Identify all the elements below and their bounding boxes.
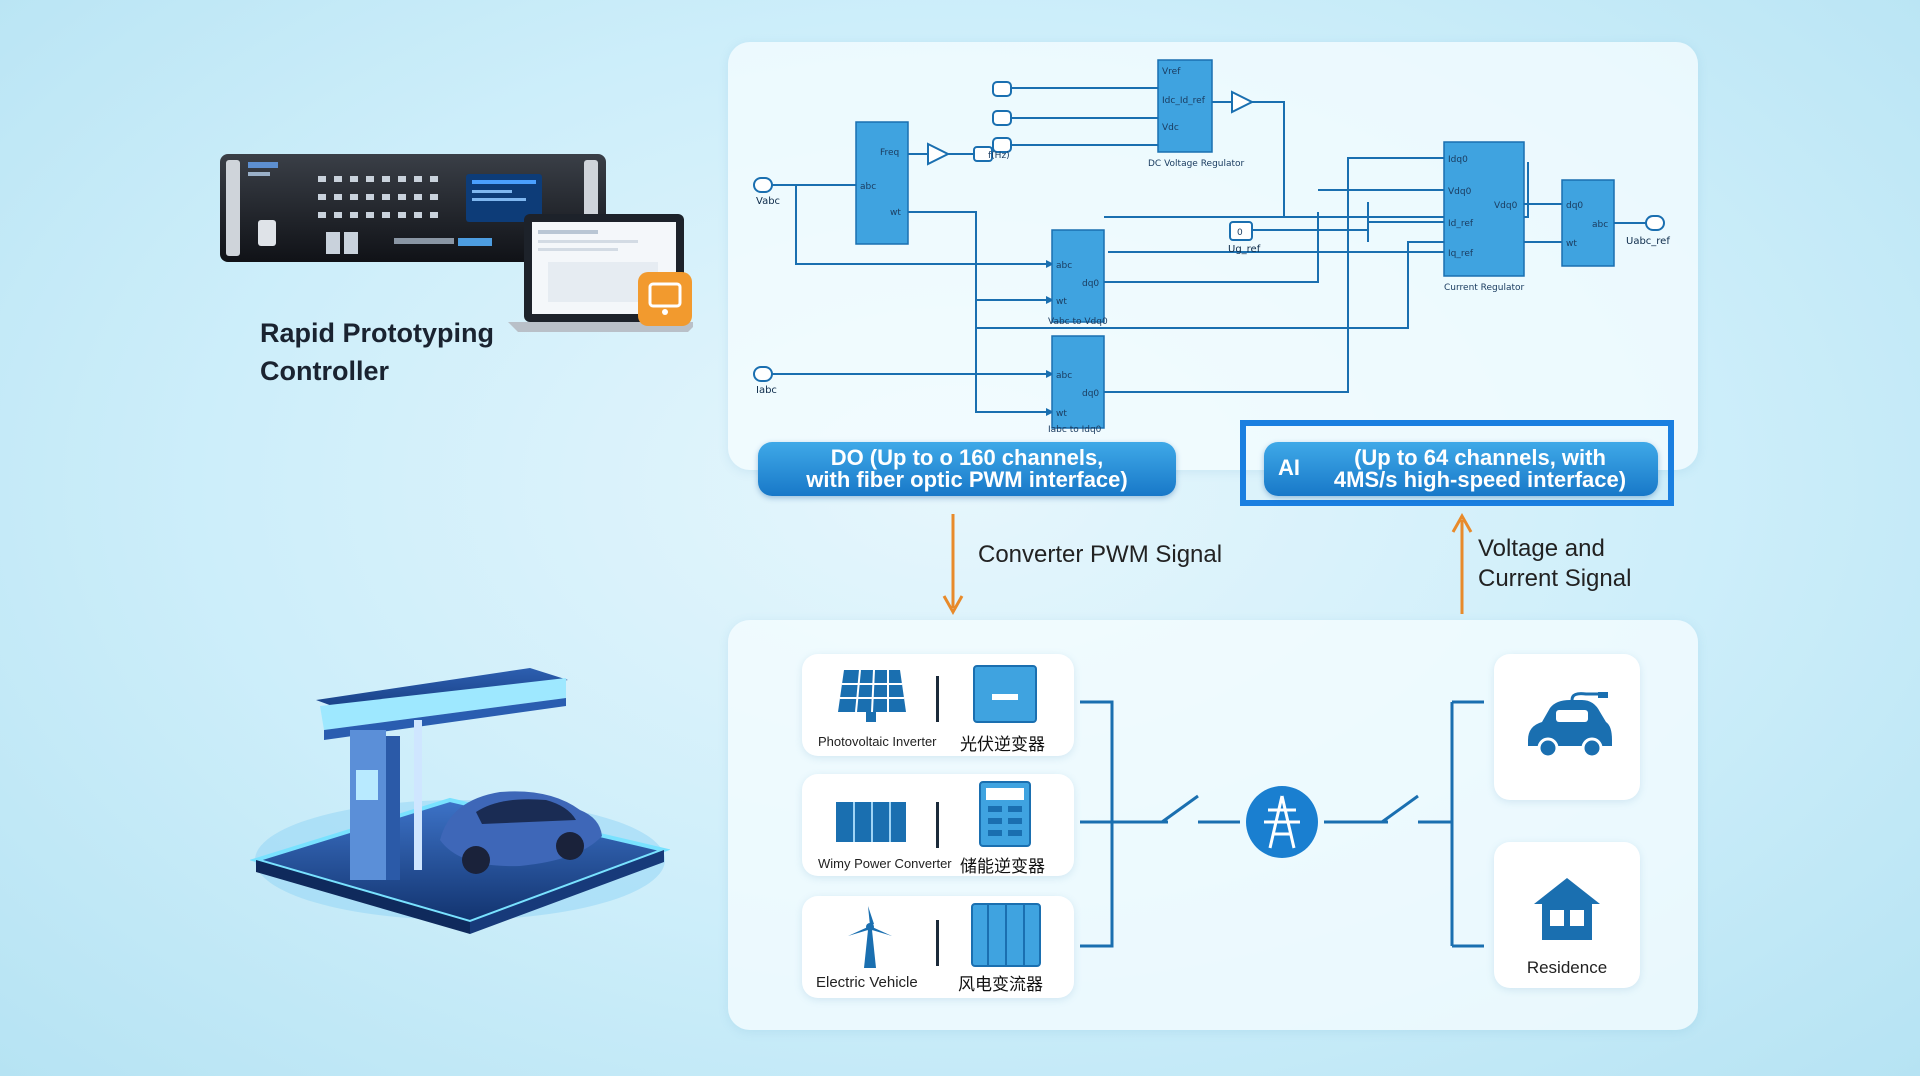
cur-reg-caption: Current Regulator [1444, 283, 1525, 293]
iabc-caption: Iabc to Idq0 [1048, 425, 1102, 435]
dc-reg-port-1: Vref [1162, 67, 1181, 77]
iabc-abc-port: abc [1056, 371, 1072, 381]
dc-reg-port-2: Idc_Id_ref [1162, 96, 1206, 106]
dq0-to-abc-block [1561, 179, 1615, 267]
controller-label: Rapid Prototyping Controller [260, 314, 494, 390]
pll-block [855, 121, 909, 245]
simulink-model-panel [728, 42, 1698, 470]
charging-station-icon [249, 668, 671, 934]
vabc-caption: Vabc to Vdq0 [1048, 317, 1108, 327]
controller-device [218, 150, 698, 340]
do-channels-pill: DO (Up to o 160 channels, with fiber opt… [758, 442, 1176, 496]
vc-label-line1: Voltage and [1478, 535, 1605, 562]
ai-pill-prefix: AI [1278, 455, 1300, 480]
ai-pill-line2: 4MS/s high-speed interface) [1333, 467, 1627, 492]
charging-station-illustration [249, 660, 671, 940]
ai-channels-pill: AI (Up to 64 channels, with 4MS/s high-s… [1264, 442, 1658, 496]
current-regulator-block [1443, 141, 1525, 277]
power-wiring [1080, 700, 1484, 948]
ug-const-value: 0 [1237, 228, 1243, 238]
pll-freq-port: Freq [880, 148, 899, 158]
voltage-current-signal-label: Voltage and Current Signal [1478, 534, 1631, 594]
cur-reg-port-4: Iq_ref [1448, 249, 1474, 259]
controller-illustration [220, 154, 698, 332]
ai-pill-line1: (Up to 64 channels, with [1354, 445, 1606, 470]
gain-output-label: f(Hz) [988, 151, 1010, 161]
vabc-to-vdq0-block [1051, 229, 1105, 323]
converter-label-cn: 光伏逆变器 [960, 735, 1045, 754]
do-pill-line1: DO (Up to o 160 channels, [830, 445, 1104, 470]
converter-label-en: Wimy Power Converter [818, 856, 952, 871]
converter-card-wind: Electric Vehicle 风电变流器 [802, 896, 1074, 998]
converter-label-en: Photovoltaic Inverter [818, 734, 937, 749]
converter-label-en: Electric Vehicle [816, 974, 918, 991]
cur-reg-output-port: Vdq0 [1494, 201, 1518, 211]
pwm-signal-arrow [942, 514, 964, 616]
card-separator [936, 676, 939, 722]
converter-label-cn: 储能逆变器 [960, 857, 1045, 876]
transmission-tower-icon [1264, 795, 1300, 849]
dq-abc-port-1: dq0 [1566, 201, 1583, 211]
vabc-wt-port: wt [1056, 297, 1067, 307]
wind-converter-icon [971, 903, 1041, 967]
simulink-model-diagram: Vabc Iabc Ug_ref Uabc_ref Freq abc wt f(… [753, 59, 1670, 435]
cur-reg-port-3: Id_ref [1448, 219, 1474, 229]
converter-card-pv: Photovoltaic Inverter 光伏逆变器 [802, 654, 1074, 756]
load-card-ev [1494, 654, 1640, 800]
wind-turbine-icon [848, 906, 892, 968]
iabc-wt-port: wt [1056, 409, 1067, 419]
dc-reg-caption: DC Voltage Regulator [1148, 159, 1245, 169]
solar-panel-icon [838, 669, 906, 722]
electric-car-icon [1528, 692, 1612, 759]
converter-label-cn: 风电变流器 [958, 975, 1043, 994]
pll-wt-port: wt [890, 208, 901, 218]
vabc-abc-port: abc [1056, 261, 1072, 271]
inverter-icon [973, 665, 1037, 723]
vabc-dq0-port: dq0 [1082, 279, 1099, 289]
do-pill-line2: with fiber optic PWM interface) [806, 467, 1128, 492]
residence-label: Residence [1526, 958, 1608, 977]
dq-abc-output-port: abc [1592, 220, 1608, 230]
vc-label-line2: Current Signal [1478, 565, 1632, 592]
controller-label-line1: Rapid Prototyping [260, 318, 494, 348]
pll-abc-port: abc [860, 182, 876, 192]
iabc-to-idq0-block [1051, 335, 1105, 429]
card-separator [936, 920, 939, 966]
cur-reg-port-1: Idq0 [1448, 155, 1468, 165]
pwm-signal-label: Converter PWM Signal [978, 541, 1223, 568]
input-label-vabc: Vabc [756, 196, 780, 207]
cur-reg-port-2: Vdq0 [1448, 187, 1472, 197]
input-label-iabc: Iabc [756, 385, 777, 396]
storage-inverter-icon [979, 781, 1031, 847]
house-icon [1534, 878, 1600, 940]
converter-card-storage: Wimy Power Converter 储能逆变器 [802, 774, 1074, 876]
battery-storage-icon [836, 802, 906, 842]
ai-channels-frame [1240, 420, 1674, 506]
dq-abc-port-2: wt [1566, 239, 1577, 249]
controller-label-line2: Controller [260, 356, 390, 386]
card-separator [936, 802, 939, 848]
voltage-current-signal-arrow [1451, 512, 1473, 614]
output-label-uabc-ref: Uabc_ref [1626, 236, 1670, 247]
load-card-residence: Residence [1494, 842, 1640, 988]
dc-voltage-regulator-block [1157, 59, 1213, 153]
input-label-ug-ref: Ug_ref [1228, 244, 1261, 255]
iabc-dq0-port: dq0 [1082, 389, 1099, 399]
dc-reg-port-3: Vdc [1162, 123, 1179, 133]
